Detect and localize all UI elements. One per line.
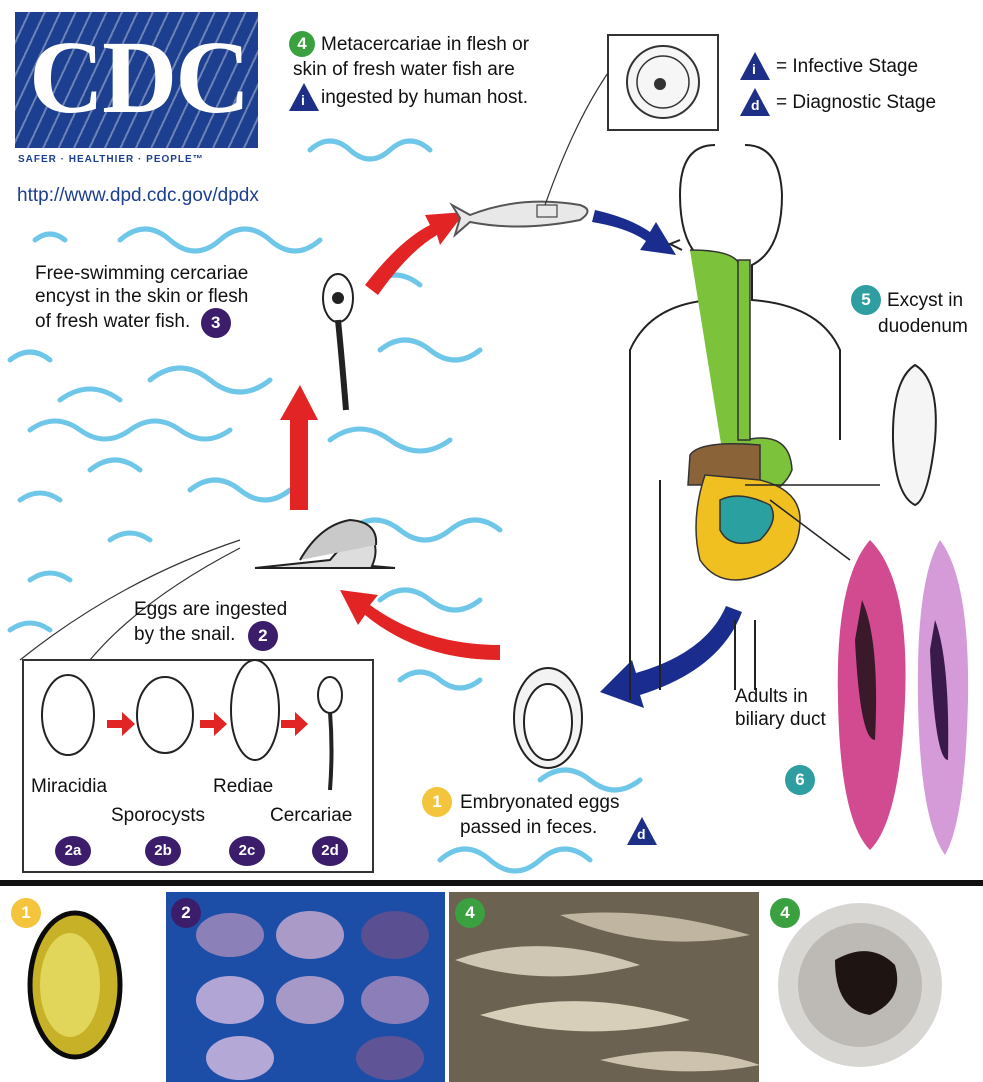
snail	[255, 520, 395, 568]
cdc-logo: CDC	[15, 12, 258, 148]
step-1-diagnostic-symbol: d	[637, 826, 646, 842]
egg-stage-1	[514, 668, 582, 768]
excyst-fluke	[893, 365, 936, 505]
step-5-badge: 5	[851, 285, 881, 315]
step-4-line2: skin of fresh water fish are	[293, 58, 515, 81]
infective-symbol: i	[752, 61, 756, 77]
step-1-badge: 1	[422, 787, 452, 817]
legend-infective: i = Infective Stage	[740, 52, 980, 82]
substage-2c-badge: 2c	[229, 836, 265, 866]
legend-infective-label: = Infective Stage	[776, 55, 918, 78]
cdc-tagline: SAFER · HEALTHIER · PEOPLE™	[18, 154, 204, 165]
step-3-badge: 3	[201, 308, 231, 338]
step-5-line1: Excyst in	[887, 289, 963, 312]
substage-sporocysts-label: Sporocysts	[111, 804, 205, 827]
step-4-line1: Metacercariae in flesh or	[321, 33, 529, 56]
cdc-url-link[interactable]: http://www.dpd.cdc.gov/dpdx	[17, 185, 259, 207]
step-6-caption: Adults in biliary duct 6	[735, 685, 845, 731]
step-1-line1: Embryonated eggs	[460, 791, 620, 814]
step-3-line2: encyst in the skin or flesh	[35, 285, 335, 308]
section-divider	[0, 880, 983, 886]
photo-egg-badge: 1	[11, 898, 41, 928]
step-2-line2: by the snail.	[134, 623, 235, 646]
step-6-line2: biliary duct	[735, 708, 845, 731]
substage-cercariae-label: Cercariae	[270, 804, 352, 827]
cdc-logo-text: CDC	[29, 18, 248, 138]
photo-strip	[0, 892, 983, 1082]
step-3-line1: Free-swimming cercariae	[35, 262, 335, 285]
step-6-badge: 6	[785, 765, 815, 795]
digestive-tract	[688, 250, 800, 580]
photo-metacercaria-badge: 4	[770, 898, 800, 928]
legend-diagnostic: d = Diagnostic Stage	[740, 88, 980, 118]
substage-2d-badge: 2d	[312, 836, 348, 866]
step-3-line3: of fresh water fish.	[35, 310, 190, 333]
step-5-line2: duodenum	[878, 315, 968, 338]
step-4-line3: ingested by human host.	[321, 86, 528, 109]
substage-2a-badge: 2a	[55, 836, 91, 866]
step-4-infective-symbol: i	[301, 92, 305, 108]
photo-snails-badge: 2	[171, 898, 201, 928]
diagnostic-symbol: d	[751, 97, 760, 113]
step-3-caption: Free-swimming cercariae encyst in the sk…	[35, 262, 335, 338]
fish	[452, 202, 588, 235]
step-2-badge: 2	[248, 621, 278, 651]
legend-diagnostic-label: = Diagnostic Stage	[776, 91, 936, 114]
adult-flukes	[838, 540, 968, 855]
photo-fish-badge: 4	[455, 898, 485, 928]
step-6-line1: Adults in	[735, 685, 845, 708]
step-2-caption: Eggs are ingested by the snail. 2	[134, 598, 334, 651]
substage-2b-badge: 2b	[145, 836, 181, 866]
metacercaria-box	[608, 35, 718, 130]
step-2-line1: Eggs are ingested	[134, 598, 334, 621]
substage-rediae-label: Rediae	[213, 775, 273, 798]
step-4-badge: 4	[289, 31, 315, 57]
step-1-line2: passed in feces.	[460, 816, 597, 839]
substage-miracidia-label: Miracidia	[31, 775, 107, 798]
